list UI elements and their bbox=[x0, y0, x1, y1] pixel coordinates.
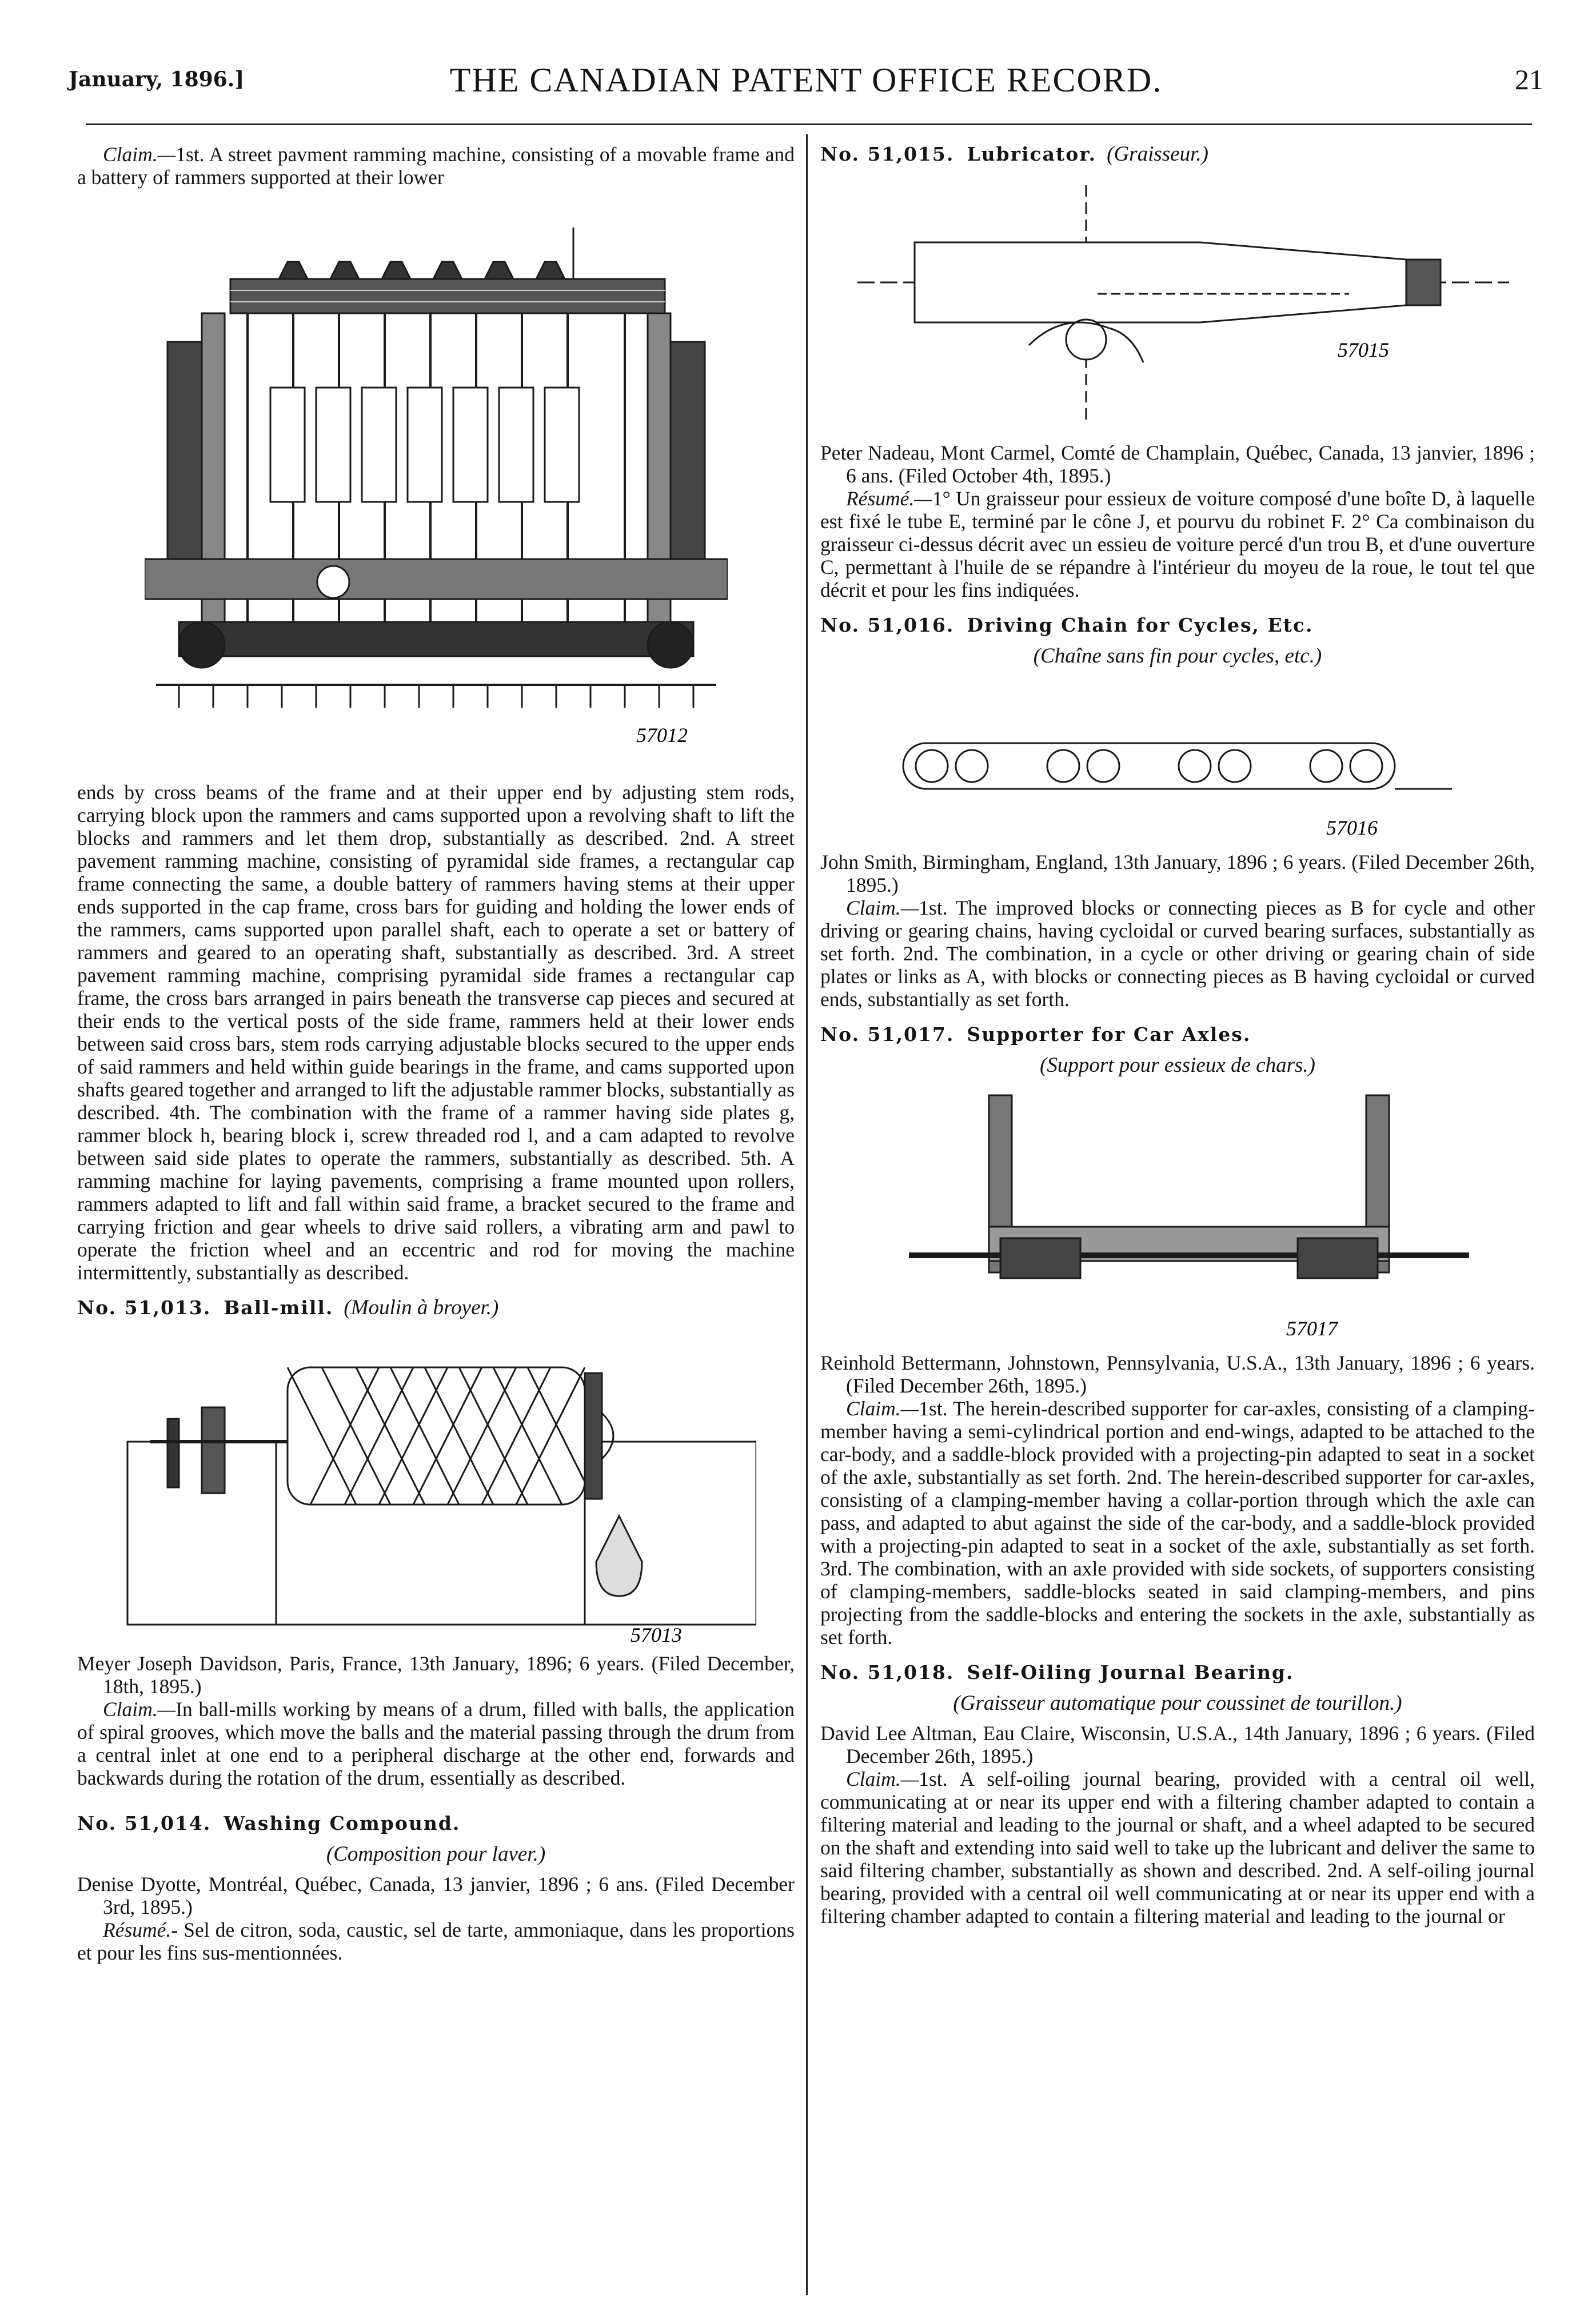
page-number: 21 bbox=[1515, 63, 1543, 95]
figure-ramming-machine: 57012 bbox=[144, 228, 728, 747]
right-column: No. 51,015. Lubricator. (Graisseur.) 57015… bbox=[820, 143, 1535, 1928]
page-header: January, 1896.] THE CANADIAN PATENT OFFI… bbox=[69, 55, 1543, 118]
patent-number: No. 51,013. bbox=[77, 1296, 212, 1319]
patent-51017-title-fr: (Support pour essieux de chars.) bbox=[1040, 1054, 1315, 1077]
patent-title-fr: (Graisseur.) bbox=[1107, 142, 1208, 166]
header-date: January, 1896.] bbox=[69, 67, 245, 91]
patent-title: Lubricator. bbox=[967, 143, 1097, 165]
claim-continued: ends by cross beams of the frame and at … bbox=[77, 781, 795, 1284]
figure-ball-mill: 57013 bbox=[126, 1366, 756, 1646]
claim-text: 1st. The improved blocks or connecting p… bbox=[820, 896, 1535, 1011]
patent-title: Driving Chain for Cycles, Etc. bbox=[967, 614, 1314, 636]
patent-51015-resume: Résumé.—1° Un graisseur pour essieux de … bbox=[820, 487, 1535, 601]
fig3-number: 57015 bbox=[1338, 338, 1389, 361]
patent-51015-inventor: Peter Nadeau, Mont Carmel, Comté de Cham… bbox=[820, 441, 1535, 487]
patent-51016-heading: No. 51,016. Driving Chain for Cycles, Etc… bbox=[820, 614, 1535, 637]
patent-51018-inventor: David Lee Altman, Eau Claire, Wisconsin,… bbox=[820, 1722, 1535, 1768]
patent-number: No. 51,015. bbox=[820, 143, 955, 165]
claim-text: 1st. A self-oiling journal bearing, prov… bbox=[820, 1768, 1535, 1928]
fig2-number: 57013 bbox=[631, 1623, 682, 1646]
fig5-number: 57017 bbox=[1286, 1317, 1339, 1340]
patent-number: No. 51,016. bbox=[820, 614, 955, 636]
patent-51018-claim: Claim.—1st. A self-oiling journal bearin… bbox=[820, 1768, 1535, 1928]
patent-51016-inventor: John Smith, Birmingham, England, 13th Ja… bbox=[820, 851, 1535, 896]
patent-title: Self-Oiling Journal Bearing. bbox=[967, 1661, 1294, 1683]
claim-text: 1st. The herein-described supporter for … bbox=[820, 1397, 1535, 1649]
claim-label: Claim.— bbox=[103, 1698, 176, 1721]
fig1-number: 57012 bbox=[636, 724, 688, 747]
patent-title-fr: (Moulin à broyer.) bbox=[344, 1296, 499, 1319]
claim-label: Claim.— bbox=[846, 1397, 919, 1420]
patent-51013-claim: Claim.—In ball-mills working by means of… bbox=[77, 1698, 795, 1789]
patent-number: No. 51,018. bbox=[820, 1661, 955, 1683]
patent-51016-claim: Claim.—1st. The improved blocks or conne… bbox=[820, 896, 1535, 1011]
resume-label: Résumé.— bbox=[846, 487, 932, 510]
header-title: THE CANADIAN PATENT OFFICE RECORD. bbox=[449, 61, 1163, 99]
patent-51017-inventor: Reinhold Bettermann, Johnstown, Pennsylv… bbox=[820, 1351, 1535, 1397]
patent-number: No. 51,017. bbox=[820, 1023, 955, 1046]
left-column: Claim.—1st. A street pavment ramming mac… bbox=[77, 143, 795, 1964]
patent-51017-heading: No. 51,017. Supporter for Car Axles. bbox=[820, 1023, 1535, 1046]
patent-title: Supporter for Car Axles. bbox=[967, 1023, 1251, 1046]
patent-title: Washing Compound. bbox=[224, 1812, 461, 1834]
patent-51015-heading: No. 51,015. Lubricator. (Graisseur.) bbox=[820, 143, 1535, 166]
resume-text: Sel de citron, soda, caustic, sel de tar… bbox=[77, 1918, 795, 1964]
figure-axle-supporter: 57017 bbox=[909, 1094, 1469, 1340]
claim-intro: Claim.—1st. A street pavment ramming mac… bbox=[77, 143, 795, 189]
patent-51014-resume: Résumé.- Sel de citron, soda, caustic, s… bbox=[77, 1918, 795, 1964]
patent-title: Ball-mill. bbox=[224, 1296, 334, 1319]
column-divider bbox=[806, 134, 808, 2295]
patent-51014-heading: No. 51,014. Washing Compound. bbox=[77, 1812, 795, 1835]
patent-51016-title-fr: (Chaîne sans fin pour cycles, etc.) bbox=[1033, 644, 1322, 668]
claim-text: In ball-mills working by means of a drum… bbox=[77, 1698, 795, 1789]
patent-51018-title-fr: (Graisseur automatique pour coussinet de… bbox=[953, 1691, 1402, 1715]
patent-number: No. 51,014. bbox=[77, 1812, 212, 1834]
claim-label: Claim.— bbox=[846, 1768, 919, 1790]
fig4-number: 57016 bbox=[1326, 816, 1378, 839]
patent-51014-inventor: Denise Dyotte, Montréal, Québec, Canada,… bbox=[77, 1873, 795, 1918]
claim-label: Claim.— bbox=[846, 896, 919, 919]
resume-label: Résumé.- bbox=[103, 1918, 178, 1941]
claim-label: Claim.— bbox=[103, 143, 176, 166]
claim-intro-text: 1st. A street pavment ramming machine, c… bbox=[77, 143, 795, 189]
patent-51013-inventor: Meyer Joseph Davidson, Paris, France, 13… bbox=[77, 1652, 795, 1698]
figure-lubricator: 57015 bbox=[857, 185, 1509, 425]
header-rule bbox=[86, 123, 1532, 125]
patent-51018-heading: No. 51,018. Self-Oiling Journal Bearing. bbox=[820, 1661, 1535, 1684]
figure-driving-chain: 57016 bbox=[902, 742, 1452, 839]
patent-51017-claim: Claim.—1st. The herein-described support… bbox=[820, 1397, 1535, 1649]
resume-text: 1° Un graisseur pour essieux de voiture … bbox=[820, 487, 1535, 601]
patent-51013-heading: No. 51,013. Ball-mill. (Moulin à broyer.) bbox=[77, 1296, 795, 1319]
patent-51014-title-fr: (Composition pour laver.) bbox=[326, 1842, 546, 1866]
